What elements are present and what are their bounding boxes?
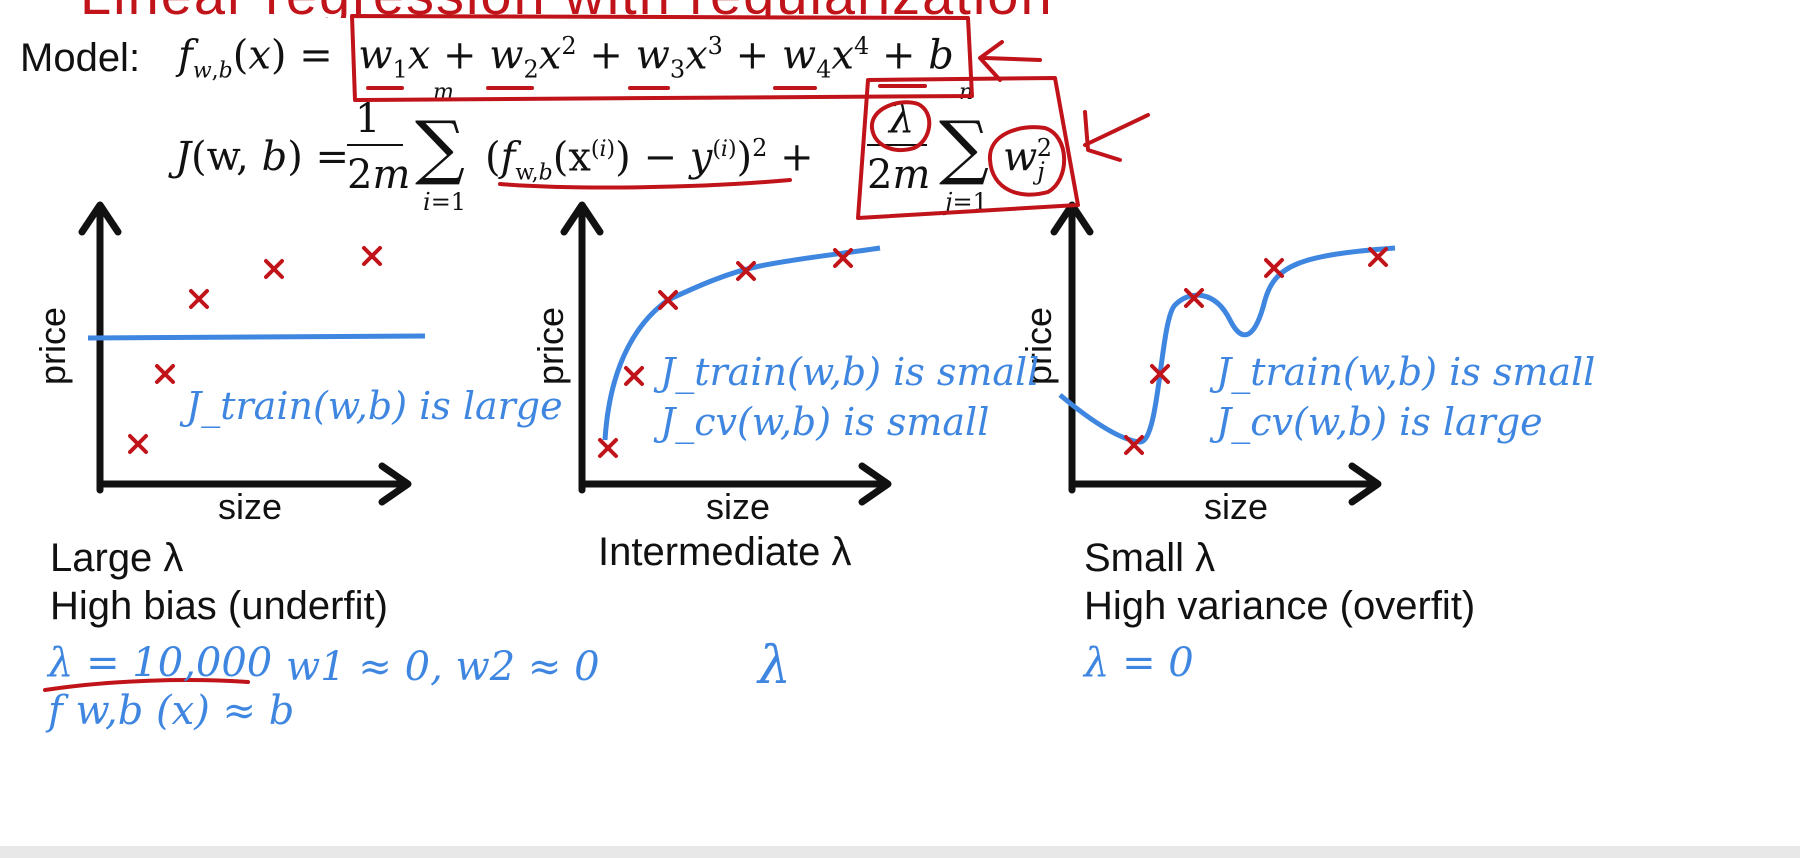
plot1-data-point bbox=[189, 289, 209, 309]
model-arrow bbox=[978, 40, 1042, 82]
plot1-fit-note: f w,b (x) ≈ b bbox=[48, 688, 295, 734]
plot2-data-point bbox=[658, 290, 678, 310]
model-label: Model: bbox=[20, 36, 141, 80]
plot3-caption-lambda: Small λ bbox=[1084, 536, 1216, 580]
plot2-caption-lambda: Intermediate λ bbox=[598, 530, 852, 574]
model-formula: fw,b(x) = w1x + w2x2 + w3x3 + w4x4 + b bbox=[178, 32, 954, 84]
plot1-axes bbox=[78, 201, 412, 506]
slide-title: Linear regression with regularization bbox=[0, 0, 1800, 18]
plot2-data-point bbox=[736, 261, 756, 281]
plot3-data-point bbox=[1124, 435, 1144, 455]
lambda-circle bbox=[869, 100, 932, 152]
plot1-lambda-value: λ = 10,000 bbox=[48, 640, 273, 686]
plot3-note-cv: J_cv(w,b) is large bbox=[1216, 400, 1543, 444]
plot1-weights-note: w1 ≈ 0, w2 ≈ 0 bbox=[286, 644, 600, 690]
plot3-data-point bbox=[1264, 258, 1284, 278]
plot3-xlabel: size bbox=[1204, 486, 1269, 527]
plot1-ylabel: price bbox=[32, 306, 73, 385]
plot3-data-point bbox=[1184, 288, 1204, 308]
plot1-data-point bbox=[155, 364, 175, 384]
plot2-lambda-value: λ bbox=[758, 636, 791, 696]
plot1-xlabel: size bbox=[218, 486, 283, 527]
plot3-lambda-value: λ = 0 bbox=[1084, 640, 1194, 686]
error-term-underline bbox=[498, 178, 792, 190]
plot2-note-cv: J_cv(w,b) is small bbox=[660, 400, 990, 444]
plot2-data-point bbox=[624, 366, 644, 386]
plot3-axes bbox=[1050, 201, 1382, 506]
plot2-data-point bbox=[598, 438, 618, 458]
wj-circle bbox=[987, 125, 1067, 197]
plot2-axes bbox=[560, 201, 892, 506]
plot1-caption-bias: High bias (underfit) bbox=[50, 584, 388, 628]
plot3-data-point bbox=[1368, 247, 1388, 267]
plot3-data-point bbox=[1150, 364, 1170, 384]
plot1-caption-lambda: Large λ bbox=[50, 536, 184, 580]
regularization-box bbox=[856, 76, 1080, 220]
regularizer-arrow bbox=[1083, 110, 1150, 162]
plot2-xlabel: size bbox=[706, 486, 771, 527]
plot2-data-point bbox=[833, 248, 853, 268]
lambda-value-underline bbox=[43, 678, 250, 692]
plot1-data-point bbox=[362, 246, 382, 266]
video-bottom-strip bbox=[0, 846, 1800, 858]
plot3-caption-variance: High variance (overfit) bbox=[1084, 584, 1476, 628]
model-terms-box bbox=[350, 14, 974, 102]
plot2-ylabel: price bbox=[530, 306, 571, 385]
plot1-data-point bbox=[264, 259, 284, 279]
plot1-fit-line bbox=[87, 333, 426, 341]
plot3-note-train: J_train(w,b) is small bbox=[1216, 350, 1596, 394]
plot1-data-point bbox=[128, 434, 148, 454]
plot2-fit-curve bbox=[602, 245, 881, 441]
plot1-note: J_train(w,b) is large bbox=[186, 384, 563, 428]
plot2-note-train: J_train(w,b) is small bbox=[660, 350, 1040, 394]
